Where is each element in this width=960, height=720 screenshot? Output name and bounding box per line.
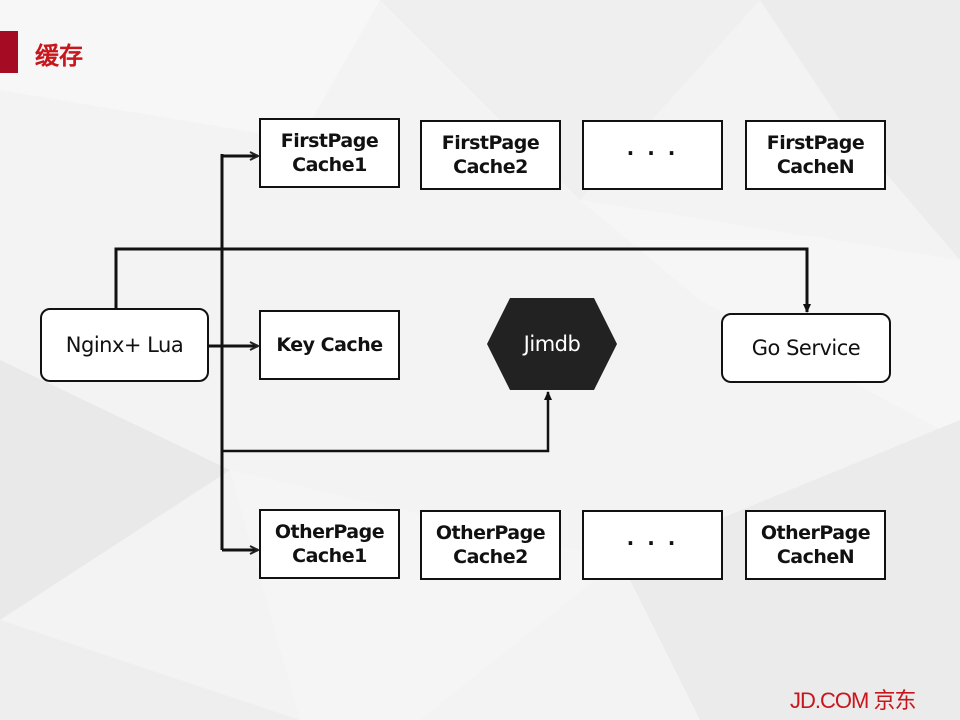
edge-to-go-service bbox=[114, 247, 811, 313]
jd-logo: JD.COM 京东 bbox=[790, 688, 916, 713]
jimdb-label: Jimdb bbox=[523, 332, 581, 356]
nginx-lua-node: Nginx+ Lua bbox=[40, 308, 209, 382]
title-accent-bar bbox=[0, 31, 18, 73]
otherpage-ellipsis-node: · · · bbox=[582, 510, 723, 580]
firstpage-ellipsis-node: · · · bbox=[582, 120, 723, 190]
otherpage-cache2-node: OtherPage Cache2 bbox=[420, 510, 561, 580]
otherpage-cacheN-node: OtherPage CacheN bbox=[745, 510, 886, 580]
go-service-node: Go Service bbox=[721, 313, 891, 383]
firstpage-cacheN-node: FirstPage CacheN bbox=[745, 120, 886, 190]
key-cache-node: Key Cache bbox=[259, 310, 400, 380]
firstpage-cache1-node: FirstPage Cache1 bbox=[259, 118, 400, 188]
edge-to-jimdb bbox=[222, 391, 552, 453]
otherpage-cache1-node: OtherPage Cache1 bbox=[259, 509, 400, 579]
jimdb-hexagon bbox=[487, 298, 617, 390]
firstpage-cache2-node: FirstPage Cache2 bbox=[420, 120, 561, 190]
slide-title: 缓存 bbox=[35, 42, 83, 70]
